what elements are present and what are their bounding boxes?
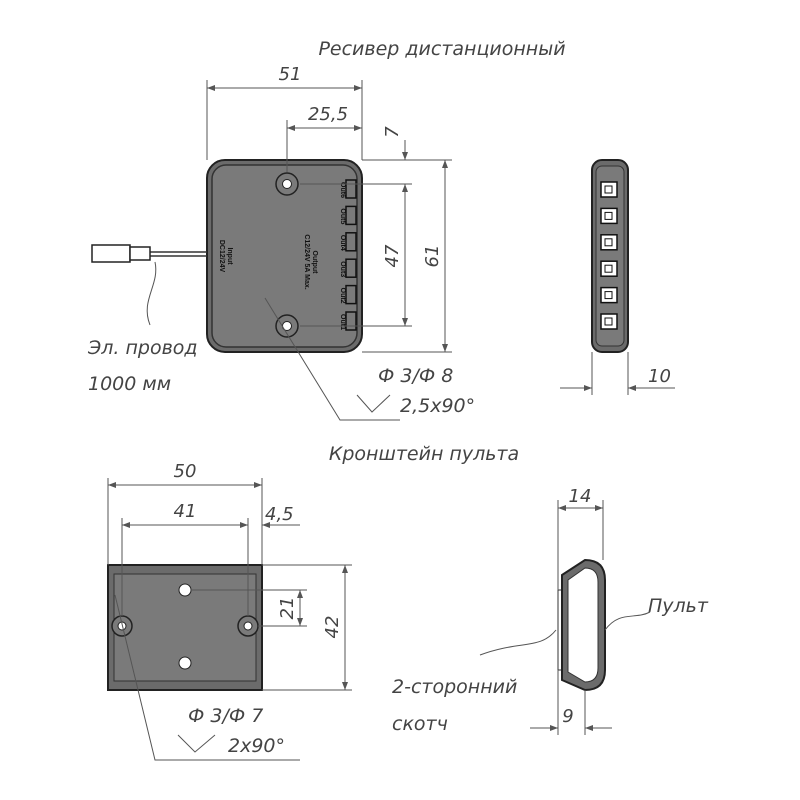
dim-bracket-width: 50 xyxy=(174,461,197,482)
bracket-title: Кронштейн пульта xyxy=(329,443,519,465)
tape-label-2: скотч xyxy=(392,713,448,735)
dim-bracket-hole-spacing: 41 xyxy=(174,501,197,522)
remote-label: Пульт xyxy=(648,595,709,617)
output-connectors: Out1 Out2 Out3 Out4 Out5 Out6 xyxy=(339,179,357,331)
bracket-hole-label: Ф 3/Ф 7 xyxy=(188,705,263,727)
cable-connector xyxy=(91,244,131,263)
bracket-countersink: 2x90° xyxy=(228,735,285,757)
tape-label-1: 2-сторонний xyxy=(392,676,517,698)
dim-half-width: 25,5 xyxy=(308,104,348,125)
output-port xyxy=(345,258,357,278)
dim-bracket-height: 42 xyxy=(322,616,343,639)
side-output-socket xyxy=(604,264,613,273)
receiver-dimensions: 51 25,5 7 47 61 xyxy=(206,64,452,421)
dim-hole-spacing: 47 xyxy=(382,244,403,267)
side-output-port xyxy=(600,313,618,330)
output-port-label: Out2 xyxy=(339,288,346,304)
output-port xyxy=(345,205,357,226)
output-spec: C12/24V 5A Max. xyxy=(303,234,310,289)
dim-remote-thickness: 14 xyxy=(569,486,592,507)
dim-top-offset: 7 xyxy=(382,126,403,138)
output-port xyxy=(345,284,357,305)
side-output-port xyxy=(600,207,618,225)
bracket-view: 50 41 4,5 21 42 xyxy=(107,461,352,761)
output-port-label: Out1 xyxy=(339,314,346,330)
output-port-label: Out3 xyxy=(339,261,346,277)
receiver-inner-panel xyxy=(211,164,358,348)
side-output-port xyxy=(600,234,618,251)
dim-height: 61 xyxy=(422,245,443,268)
output-port xyxy=(345,232,357,252)
side-output-socket xyxy=(604,317,613,326)
side-output-socket xyxy=(604,185,613,194)
dim-tape-offset: 9 xyxy=(562,706,573,727)
side-output-socket xyxy=(604,211,613,220)
side-output-port xyxy=(600,260,618,277)
output-port-label: Out5 xyxy=(339,208,346,224)
wire-label: Эл. провод xyxy=(87,337,198,359)
dim-bracket-vertical-spacing: 21 xyxy=(277,597,298,620)
wire-leader xyxy=(146,261,157,326)
remote-side-view: 14 9 xyxy=(479,486,651,735)
output-port xyxy=(345,179,357,199)
dim-width: 51 xyxy=(279,64,302,85)
side-output-port xyxy=(600,181,618,198)
mount-hole-top-inner xyxy=(282,179,292,189)
input-voltage: DC12/24V xyxy=(218,240,225,273)
dim-bracket-edge-offset: 4,5 xyxy=(265,504,294,525)
receiver-side-view: 10 xyxy=(560,159,675,395)
wire-length: 1000 мм xyxy=(88,373,171,395)
output-port xyxy=(345,311,357,331)
receiver-countersink: 2,5x90° xyxy=(400,395,475,417)
output-port-label: Out4 xyxy=(339,235,346,251)
output-port-label: Out6 xyxy=(339,182,346,198)
input-label: Input xyxy=(226,247,233,265)
dim-thickness: 10 xyxy=(648,366,671,387)
side-output-port xyxy=(600,286,618,304)
side-output-socket xyxy=(604,238,613,247)
receiver-hole-label: Ф 3/Ф 8 xyxy=(378,365,453,387)
side-output-socket xyxy=(604,291,613,300)
receiver-title: Ресивер дистанционный xyxy=(318,38,565,60)
output-label: Output xyxy=(311,251,318,275)
